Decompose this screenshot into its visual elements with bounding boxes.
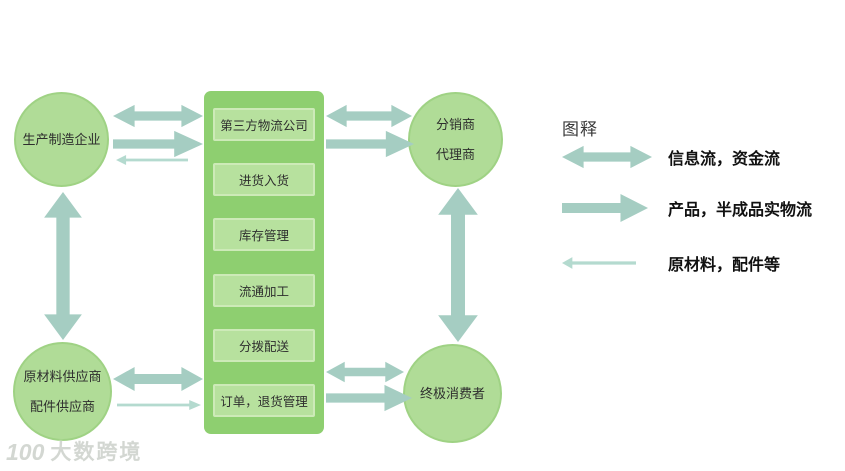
product-flow-arrow-logistics-to-distributor-icon — [326, 130, 414, 158]
legend-item-product-flow: 产品，半成品实物流 — [562, 192, 812, 224]
legend-label-product-flow: 产品，半成品实物流 — [668, 202, 813, 219]
logistics-step-distribution: 分拨配送 — [213, 328, 315, 362]
info-flow-arrow-distributor-icon — [326, 103, 412, 129]
material-flow-arrow-logistics-to-manufacturer-icon — [116, 154, 188, 166]
logistics-column: 第三方物流公司 进货入货 库存管理 流通加工 分拨配送 订单，退货管理 — [204, 91, 324, 434]
info-flow-arrow-manufacturer-icon — [113, 103, 203, 129]
logistics-step-inventory: 库存管理 — [213, 218, 315, 252]
thick-right-arrow-icon — [562, 193, 652, 223]
node-consumer: 终极消费者 — [403, 344, 502, 443]
logistics-step-orders-returns: 订单，退货管理 — [213, 383, 315, 417]
node-supplier: 原材料供应商 配件供应商 — [13, 342, 112, 441]
node-consumer-label: 终极消费者 — [419, 385, 485, 401]
logistics-step-processing: 流通加工 — [213, 273, 315, 307]
node-distributor-line1: 分销商 — [435, 116, 475, 132]
node-supplier-line2: 配件供应商 — [29, 398, 95, 414]
info-flow-arrow-distributor-consumer-icon — [437, 188, 479, 342]
logistics-step-3pl: 第三方物流公司 — [213, 108, 315, 141]
logistics-step-inbound: 进货入货 — [213, 163, 315, 197]
watermark-brand: 大数跨境 — [50, 441, 143, 464]
double-headed-arrow-icon — [562, 144, 652, 170]
product-flow-arrow-manufacturer-to-logistics-icon — [113, 130, 203, 158]
node-supplier-line1: 原材料供应商 — [23, 368, 102, 384]
node-distributor: 分销商 代理商 — [408, 92, 503, 187]
node-distributor-line2: 代理商 — [435, 146, 475, 162]
legend-label-material-flow: 原材料，配件等 — [668, 257, 781, 274]
thin-left-arrow-icon — [562, 256, 652, 270]
legend-label-info-flow: 信息流，资金流 — [668, 151, 781, 168]
legend-item-info-flow: 信息流，资金流 — [562, 142, 780, 172]
legend-item-material-flow: 原材料，配件等 — [562, 250, 780, 276]
product-flow-arrow-logistics-to-consumer-icon — [326, 384, 412, 412]
info-flow-arrow-consumer-icon — [326, 360, 404, 384]
watermark-logo: 100 — [6, 439, 45, 465]
info-flow-arrow-supplier-icon — [113, 365, 203, 393]
node-manufacturer: 生产制造企业 — [14, 92, 109, 187]
node-manufacturer-label: 生产制造企业 — [22, 131, 101, 147]
watermark: 100 大数跨境 — [6, 436, 142, 466]
info-flow-arrow-manufacturer-supplier-icon — [43, 192, 83, 340]
legend-title: 图释 — [562, 120, 598, 139]
material-flow-arrow-supplier-to-logistics-icon — [117, 399, 201, 411]
